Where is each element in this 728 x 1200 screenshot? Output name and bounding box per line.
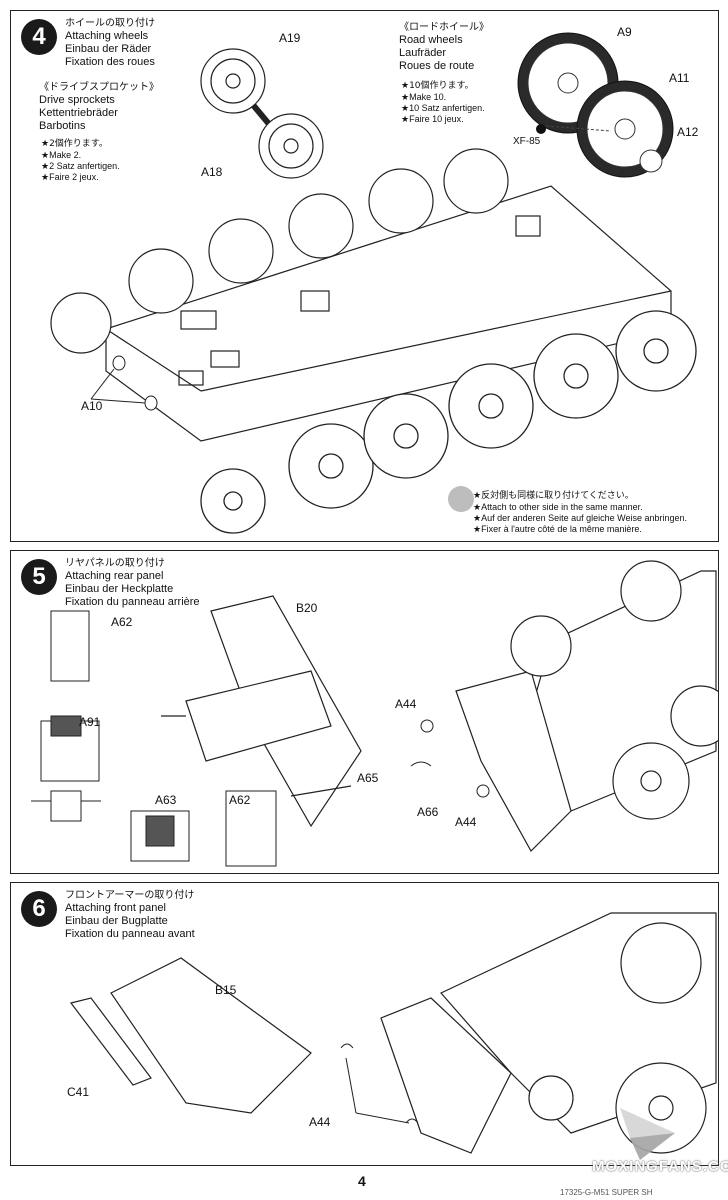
page-number: 4: [358, 1173, 366, 1189]
other-side-note-en: ★Attach to other side in the same manner…: [473, 502, 643, 512]
step-6-title-de: Einbau der Bugplatte: [65, 915, 168, 927]
step-6-panel: 6 フロントアーマーの取り付け Attaching front panel Ei…: [10, 882, 719, 1166]
sprocket-note-de: ★2 Satz anfertigen.: [41, 161, 120, 171]
step-5-number: 5: [21, 559, 57, 595]
part-label-a62: A62: [111, 615, 133, 629]
part-label-a18: A18: [201, 165, 223, 179]
other-side-note-de: ★Auf der anderen Seite auf gleiche Weise…: [473, 513, 688, 523]
part-label-a12: A12: [677, 125, 699, 139]
step-5-title-fr: Fixation du panneau arrière: [65, 596, 200, 608]
step-4-drawing: [50, 32, 697, 534]
part-label-a11: A11: [669, 71, 690, 85]
part-label-a66: A66: [417, 805, 439, 819]
step-4-title-jp: ホイールの取り付け: [65, 18, 155, 29]
roadwheel-title-fr: Roues de route: [399, 60, 475, 72]
rear-hull-drawing: [455, 560, 718, 852]
sprocket-note-fr: ★Faire 2 jeux.: [41, 172, 99, 182]
front-panel-drawing: [69, 957, 312, 1114]
part-label-a65: A65: [357, 771, 379, 785]
front-hull-drawing: [380, 912, 717, 1154]
other-side-note-fr: ★Fixer à l'autre côté de la même manière…: [473, 524, 642, 534]
a10-washers-drawing: [90, 355, 158, 411]
roadwheel-note-jp: ★10個作ります。: [401, 81, 474, 91]
part-label-a19: A19: [279, 31, 301, 45]
part-label-c41: C41: [67, 1085, 90, 1099]
step-5-title-de: Einbau der Heckplatte: [65, 583, 174, 595]
step-4-title-de: Einbau der Räder: [65, 43, 152, 55]
part-label-a44: A44: [309, 1115, 331, 1129]
roadwheel-note-de: ★10 Satz anfertigen.: [401, 103, 485, 113]
step-5-title-jp: リヤパネルの取り付け: [65, 558, 165, 569]
watermark-text: MOXINGFANS.COM: [592, 1158, 728, 1175]
step-5-drawing: [31, 560, 718, 867]
detail-views-drawing: [31, 610, 277, 867]
step-6-title-en: Attaching front panel: [65, 902, 166, 914]
step-4-title: ホイールの取り付け Attaching wheels Einbau der Rä…: [65, 17, 155, 69]
watermark-logo: [620, 1108, 675, 1160]
part-label-a10: A10: [81, 399, 103, 413]
step-5-title-en: Attaching rear panel: [65, 570, 164, 582]
sprocket-assembly-drawing: [200, 48, 324, 179]
step-6-drawing: [69, 912, 717, 1154]
roadwheel-title-de: Laufräder: [399, 47, 447, 59]
part-label-a44-b: A44: [455, 815, 477, 829]
paint-label-xf85: XF-85: [513, 136, 541, 147]
part-label-a44: A44: [395, 697, 417, 711]
other-side-note-jp: ★反対側も同様に取り付けてください。: [473, 491, 634, 501]
other-side-note-badge: [448, 486, 474, 512]
sprocket-title-fr: Barbotins: [39, 120, 86, 132]
sprocket-note-en: ★Make 2.: [41, 150, 82, 160]
part-label-a9: A9: [617, 25, 632, 39]
part-label-a91: A91: [79, 715, 101, 729]
roadwheel-note-fr: ★Faire 10 jeux.: [401, 114, 464, 124]
part-label-a62-b: A62: [229, 793, 251, 807]
sprocket-title-de: Kettentriebräder: [39, 107, 118, 119]
roadwheel-make-note: ★10個作ります。 ★Make 10. ★10 Satz anfertigen.…: [401, 81, 485, 125]
near-side-wheels-drawing: [200, 310, 697, 534]
sprocket-make-note: ★2個作ります。 ★Make 2. ★2 Satz anfertigen. ★F…: [41, 139, 120, 183]
footer-code: 17325-G-M51 SUPER SH: [560, 1188, 653, 1197]
sprocket-note-jp: ★2個作ります。: [41, 139, 108, 149]
other-side-note: ★反対側も同様に取り付けてください。 ★Attach to other side…: [473, 491, 687, 535]
roadwheel-title-jp: 《ロードホイール》: [399, 22, 489, 33]
step-4-number: 4: [21, 19, 57, 55]
roadwheel-subsection: 《ロードホイール》 Road wheels Laufräder Roues de…: [399, 21, 489, 73]
step-4-panel: 4 ホイールの取り付け Attaching wheels Einbau der …: [10, 10, 719, 542]
step-6-title-jp: フロントアーマーの取り付け: [65, 890, 195, 901]
roadwheel-note-en: ★Make 10.: [401, 92, 447, 102]
part-label-a63: A63: [155, 793, 177, 807]
part-label-b20: B20: [296, 601, 318, 615]
far-side-wheels-drawing: [50, 148, 509, 354]
step-4-title-fr: Fixation des roues: [65, 56, 155, 68]
step-4-title-en: Attaching wheels: [65, 30, 149, 42]
sprocket-title-en: Drive sprockets: [39, 94, 115, 106]
a44-hooks-drawing: [340, 1043, 419, 1124]
step-6-title-fr: Fixation du panneau avant: [65, 928, 195, 940]
rear-panel-drawing: [161, 595, 362, 828]
small-parts-drawing: [410, 719, 490, 798]
step-5-title: リヤパネルの取り付け Attaching rear panel Einbau d…: [65, 557, 200, 609]
sprocket-title-jp: 《ドライブスプロケット》: [39, 82, 159, 93]
step-5-panel: 5 リヤパネルの取り付け Attaching rear panel Einbau…: [10, 550, 719, 874]
step-6-title: フロントアーマーの取り付け Attaching front panel Einb…: [65, 889, 195, 941]
roadwheel-title-en: Road wheels: [399, 34, 463, 46]
roadwheel-assembly-drawing: [517, 32, 674, 178]
sprocket-subsection: 《ドライブスプロケット》 Drive sprockets Kettentrieb…: [39, 81, 159, 133]
step-6-number: 6: [21, 891, 57, 927]
part-label-b15: B15: [215, 983, 237, 997]
